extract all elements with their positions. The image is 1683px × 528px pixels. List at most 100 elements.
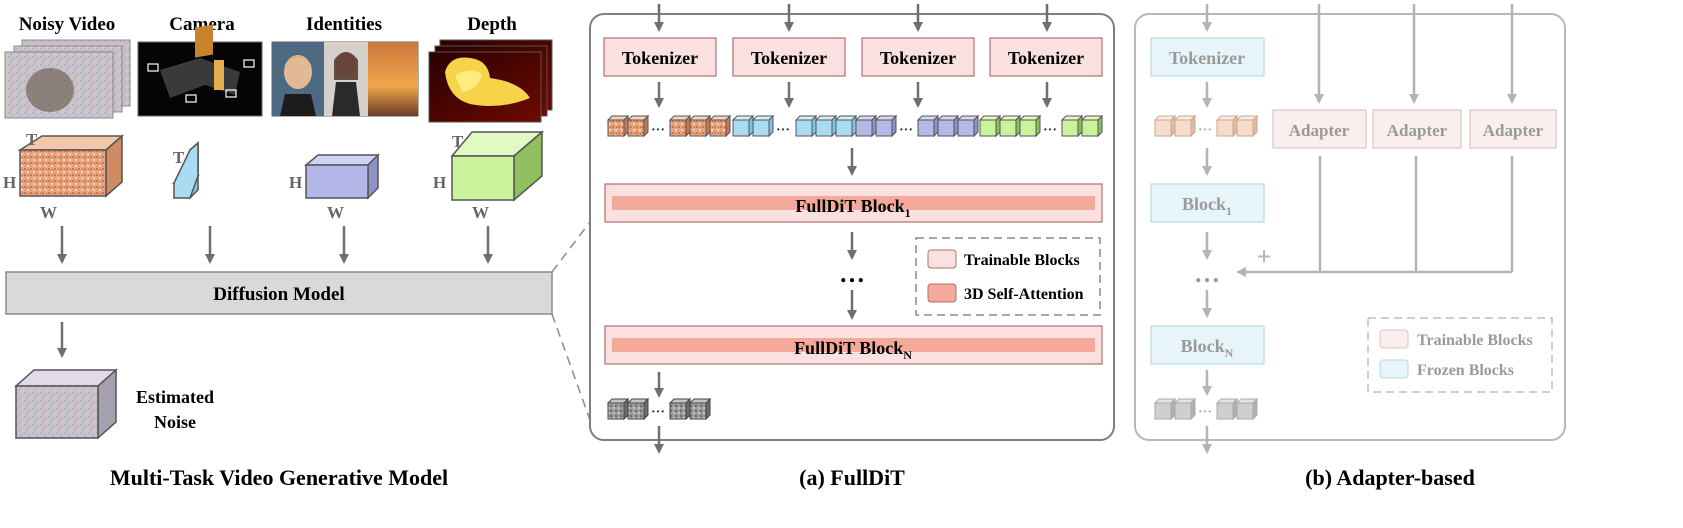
token-cube	[874, 114, 898, 138]
input-label-camera: Camera	[169, 14, 235, 35]
input-arrows	[57, 226, 493, 264]
noisy-video-volume	[17, 134, 124, 198]
adapter-box-3: Adapter	[1483, 121, 1544, 140]
fulldit-legend-trainable: Trainable Blocks	[964, 252, 1080, 269]
token-cube	[1080, 114, 1104, 138]
depth-volume	[450, 130, 545, 202]
token-cube	[998, 114, 1022, 138]
fulldit-output-tokens: ···	[606, 397, 712, 421]
token-cube	[606, 114, 630, 138]
fulldit-legend	[915, 237, 1101, 316]
token-cube	[1173, 397, 1197, 421]
token-cube	[854, 114, 878, 138]
adapter-block-last-label: BlockN	[1181, 336, 1234, 360]
estimated-noise-label-2: Noise	[154, 412, 196, 432]
token-cube	[708, 114, 732, 138]
adapter-caption: (b) Adapter-based	[1305, 465, 1475, 490]
fulldit-token-sequence: ··· ··· ··· ···	[606, 114, 1104, 138]
input-label-noisy-video: Noisy Video	[19, 14, 116, 35]
token-gap-dots: ···	[1198, 123, 1212, 138]
input-label-identities: Identities	[306, 14, 382, 35]
fulldit-panel: Tokenizer Tokenizer Tokenizer Tokenizer …	[589, 4, 1115, 490]
adapter-legend-frozen: Frozen Blocks	[1417, 362, 1514, 379]
token-cube	[731, 114, 755, 138]
noisy-video-thumbnail	[4, 39, 131, 119]
identities-axis-h: H	[289, 173, 302, 192]
fulldit-tokenizer-2: Tokenizer	[751, 48, 827, 68]
diffusion-model-bar	[5, 271, 553, 315]
fulldit-tokenizer-4: Tokenizer	[1008, 48, 1084, 68]
fulldit-tokenizer-1: Tokenizer	[622, 48, 698, 68]
camera-volume	[171, 141, 200, 200]
token-cube	[606, 397, 630, 421]
adapter-plus-sign: +	[1257, 242, 1272, 271]
token-cube	[1060, 114, 1084, 138]
token-cube	[1018, 114, 1042, 138]
token-cube	[956, 114, 980, 138]
token-cube	[1153, 114, 1177, 138]
token-cube	[936, 114, 960, 138]
token-gap-dots: ···	[776, 123, 790, 138]
adapter-token-sequence: ···	[1153, 114, 1259, 138]
token-cube	[978, 114, 1002, 138]
camera-axis-t: T	[173, 148, 185, 167]
token-cube	[916, 114, 940, 138]
depth-axis-t: T	[452, 132, 464, 151]
token-gap-dots: ···	[899, 123, 913, 138]
token-cube	[668, 114, 692, 138]
adapter-legend-trainable: Trainable Blocks	[1417, 332, 1533, 349]
token-cube	[1235, 397, 1259, 421]
token-cube	[794, 114, 818, 138]
token-cube	[834, 114, 858, 138]
adapter-box-2: Adapter	[1387, 121, 1448, 140]
input-label-depth: Depth	[467, 14, 517, 35]
token-cube	[1153, 397, 1177, 421]
identities-axis-w: W	[327, 203, 344, 222]
left-section: Noisy Video Camera Identities Depth	[3, 14, 591, 490]
estimated-noise-label-1: Estimated	[136, 387, 214, 407]
camera-thumbnail	[137, 24, 263, 117]
fulldit-tokenizer-3: Tokenizer	[880, 48, 956, 68]
zoom-connector-top	[551, 221, 591, 273]
adapter-output-tokens: ···	[1153, 397, 1259, 421]
token-cube	[814, 114, 838, 138]
token-gap-dots: ···	[651, 123, 665, 138]
token-cube	[688, 114, 712, 138]
depth-axis-h: H	[433, 173, 446, 192]
adapter-panel: Tokenizer ··· Adapter Adapter Adapter + …	[1134, 4, 1566, 490]
token-gap-dots: ···	[1198, 405, 1212, 420]
fulldit-block-last-label: FullDiT BlockN	[794, 338, 912, 362]
fulldit-legend-attention: 3D Self-Attention	[964, 286, 1084, 303]
identities-volume	[303, 153, 380, 200]
token-cube	[1235, 114, 1259, 138]
identities-thumbnail	[271, 41, 419, 117]
token-cube	[626, 114, 650, 138]
adapter-box-1: Adapter	[1289, 121, 1350, 140]
adapter-tokenizer: Tokenizer	[1169, 48, 1245, 68]
fulldit-caption: (a) FullDiT	[799, 465, 905, 490]
adapter-ellipsis: …	[1194, 259, 1220, 288]
fulldit-block-first-label: FullDiT Block1	[795, 196, 910, 220]
token-cube	[668, 397, 692, 421]
fulldit-ellipsis: …	[839, 259, 865, 288]
token-gap-dots: ···	[651, 405, 665, 420]
noise-axis-w: W	[40, 203, 57, 222]
adapter-legend	[1367, 317, 1553, 393]
token-gap-dots: ···	[1043, 123, 1057, 138]
token-cube	[751, 114, 775, 138]
depth-thumbnail	[428, 39, 553, 123]
estimated-noise-volume	[14, 368, 118, 440]
zoom-connector-bottom	[551, 313, 591, 421]
left-caption: Multi-Task Video Generative Model	[110, 465, 448, 490]
noise-axis-t: T	[26, 130, 38, 149]
token-cube	[688, 397, 712, 421]
diffusion-model-label: Diffusion Model	[213, 284, 344, 305]
adapter-block-first-label: Block1	[1182, 194, 1232, 218]
token-cube	[1215, 114, 1239, 138]
noise-axis-h: H	[3, 173, 16, 192]
token-cube	[626, 397, 650, 421]
token-cube	[1215, 397, 1239, 421]
token-cube	[1173, 114, 1197, 138]
depth-axis-w: W	[472, 203, 489, 222]
